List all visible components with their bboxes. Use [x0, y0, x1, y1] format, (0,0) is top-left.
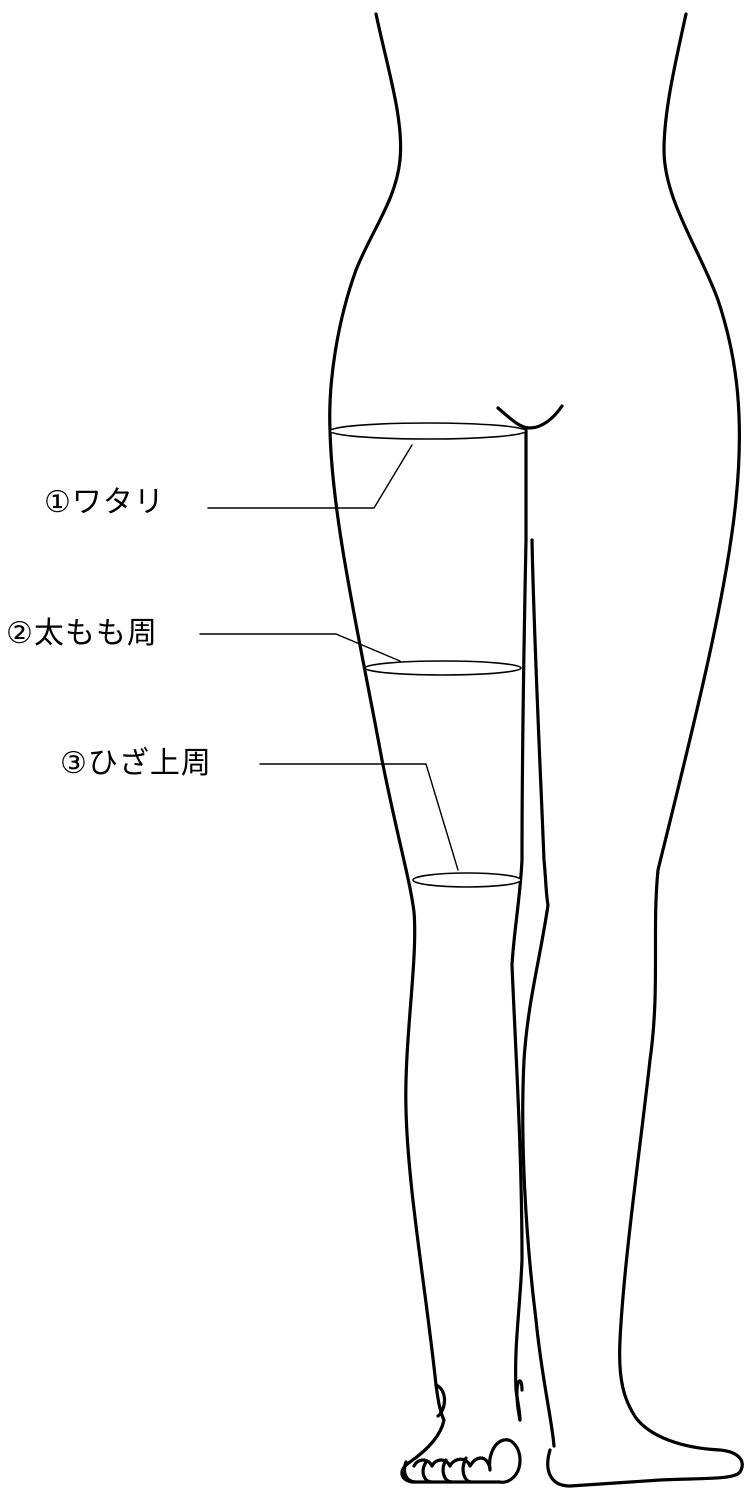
ring-thigh	[365, 661, 521, 675]
leader-line-above-knee	[260, 764, 458, 870]
left-leg-outer-contour	[330, 14, 500, 1482]
label-watari: ①ワタリ	[44, 488, 165, 518]
left-leg-inner-contour	[512, 430, 526, 1420]
ring-above-knee	[413, 873, 521, 887]
ring-watari	[330, 423, 526, 439]
leader-line-thigh	[200, 634, 400, 661]
label-thigh: ②太もも周	[6, 619, 158, 649]
right-leg-inner-contour	[523, 540, 554, 1446]
label-above-knee: ③ひざ上周	[60, 749, 212, 779]
right-leg-outer-contour	[548, 14, 742, 1486]
crotch-curve	[498, 406, 562, 428]
left-ankle-bumps	[436, 1381, 522, 1420]
leader-line-watari	[208, 445, 412, 508]
